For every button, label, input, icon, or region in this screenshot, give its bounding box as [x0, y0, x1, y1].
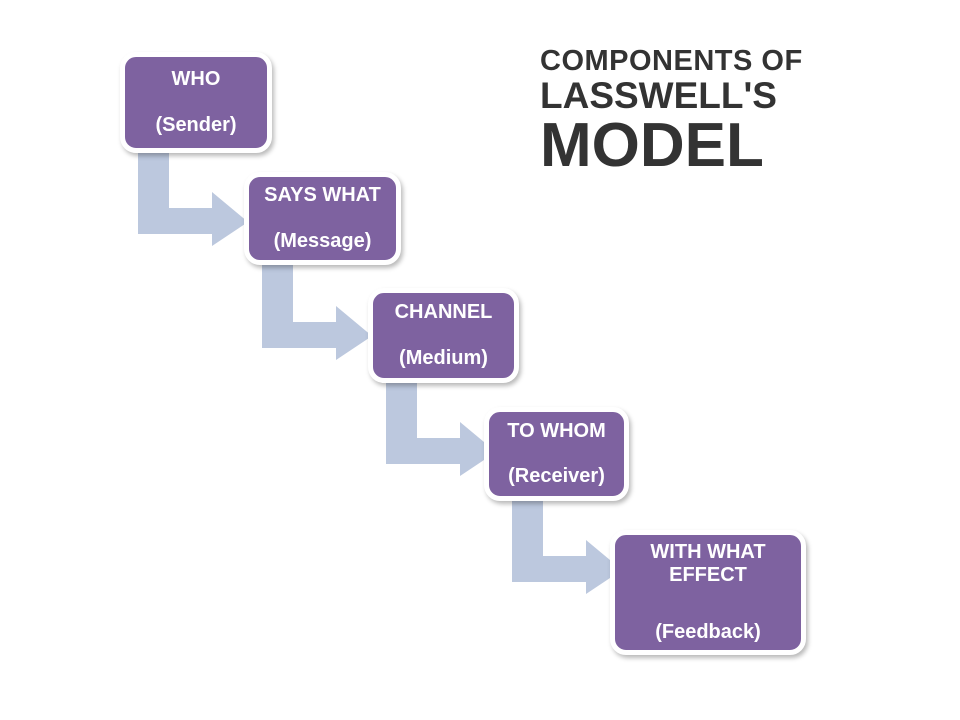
node-who[interactable]: WHO (Sender) — [120, 52, 272, 153]
node-to-whom[interactable]: TO WHOM (Receiver) — [484, 407, 629, 501]
node-says-what-sublabel: (Message) — [273, 229, 372, 252]
connector-who-to-says-what — [138, 148, 253, 246]
node-says-what-label: SAYS WHAT — [264, 184, 381, 207]
node-who-label: WHO — [171, 68, 221, 91]
connector-says-what-to-channel — [262, 262, 377, 360]
title-line-1: COMPONENTS OF — [540, 45, 803, 77]
node-to-whom-label: TO WHOM — [507, 419, 606, 442]
connector-channel-to-to-whom — [386, 378, 501, 476]
node-to-whom-sublabel: (Receiver) — [508, 465, 605, 487]
title-line-2: LASSWELL'S — [540, 74, 777, 116]
node-says-what[interactable]: SAYS WHAT (Message) — [244, 172, 401, 265]
node-who-sublabel: (Sender) — [155, 113, 237, 136]
node-channel-sublabel: (Medium) — [399, 346, 488, 369]
node-with-what-effect[interactable]: WITH WHAT EFFECT (Feedback) — [610, 530, 806, 655]
diagram-title: COMPONENTS OF LASSWELL'S MODEL — [540, 46, 860, 177]
node-with-what-effect-label: WITH WHAT EFFECT — [650, 540, 766, 586]
node-with-what-effect-sublabel: (Feedback) — [655, 621, 761, 644]
node-channel[interactable]: CHANNEL (Medium) — [368, 288, 519, 383]
title-line-3: MODEL — [540, 111, 764, 181]
node-channel-label: CHANNEL — [394, 301, 493, 324]
connector-to-whom-to-with-what-effect — [512, 496, 627, 594]
